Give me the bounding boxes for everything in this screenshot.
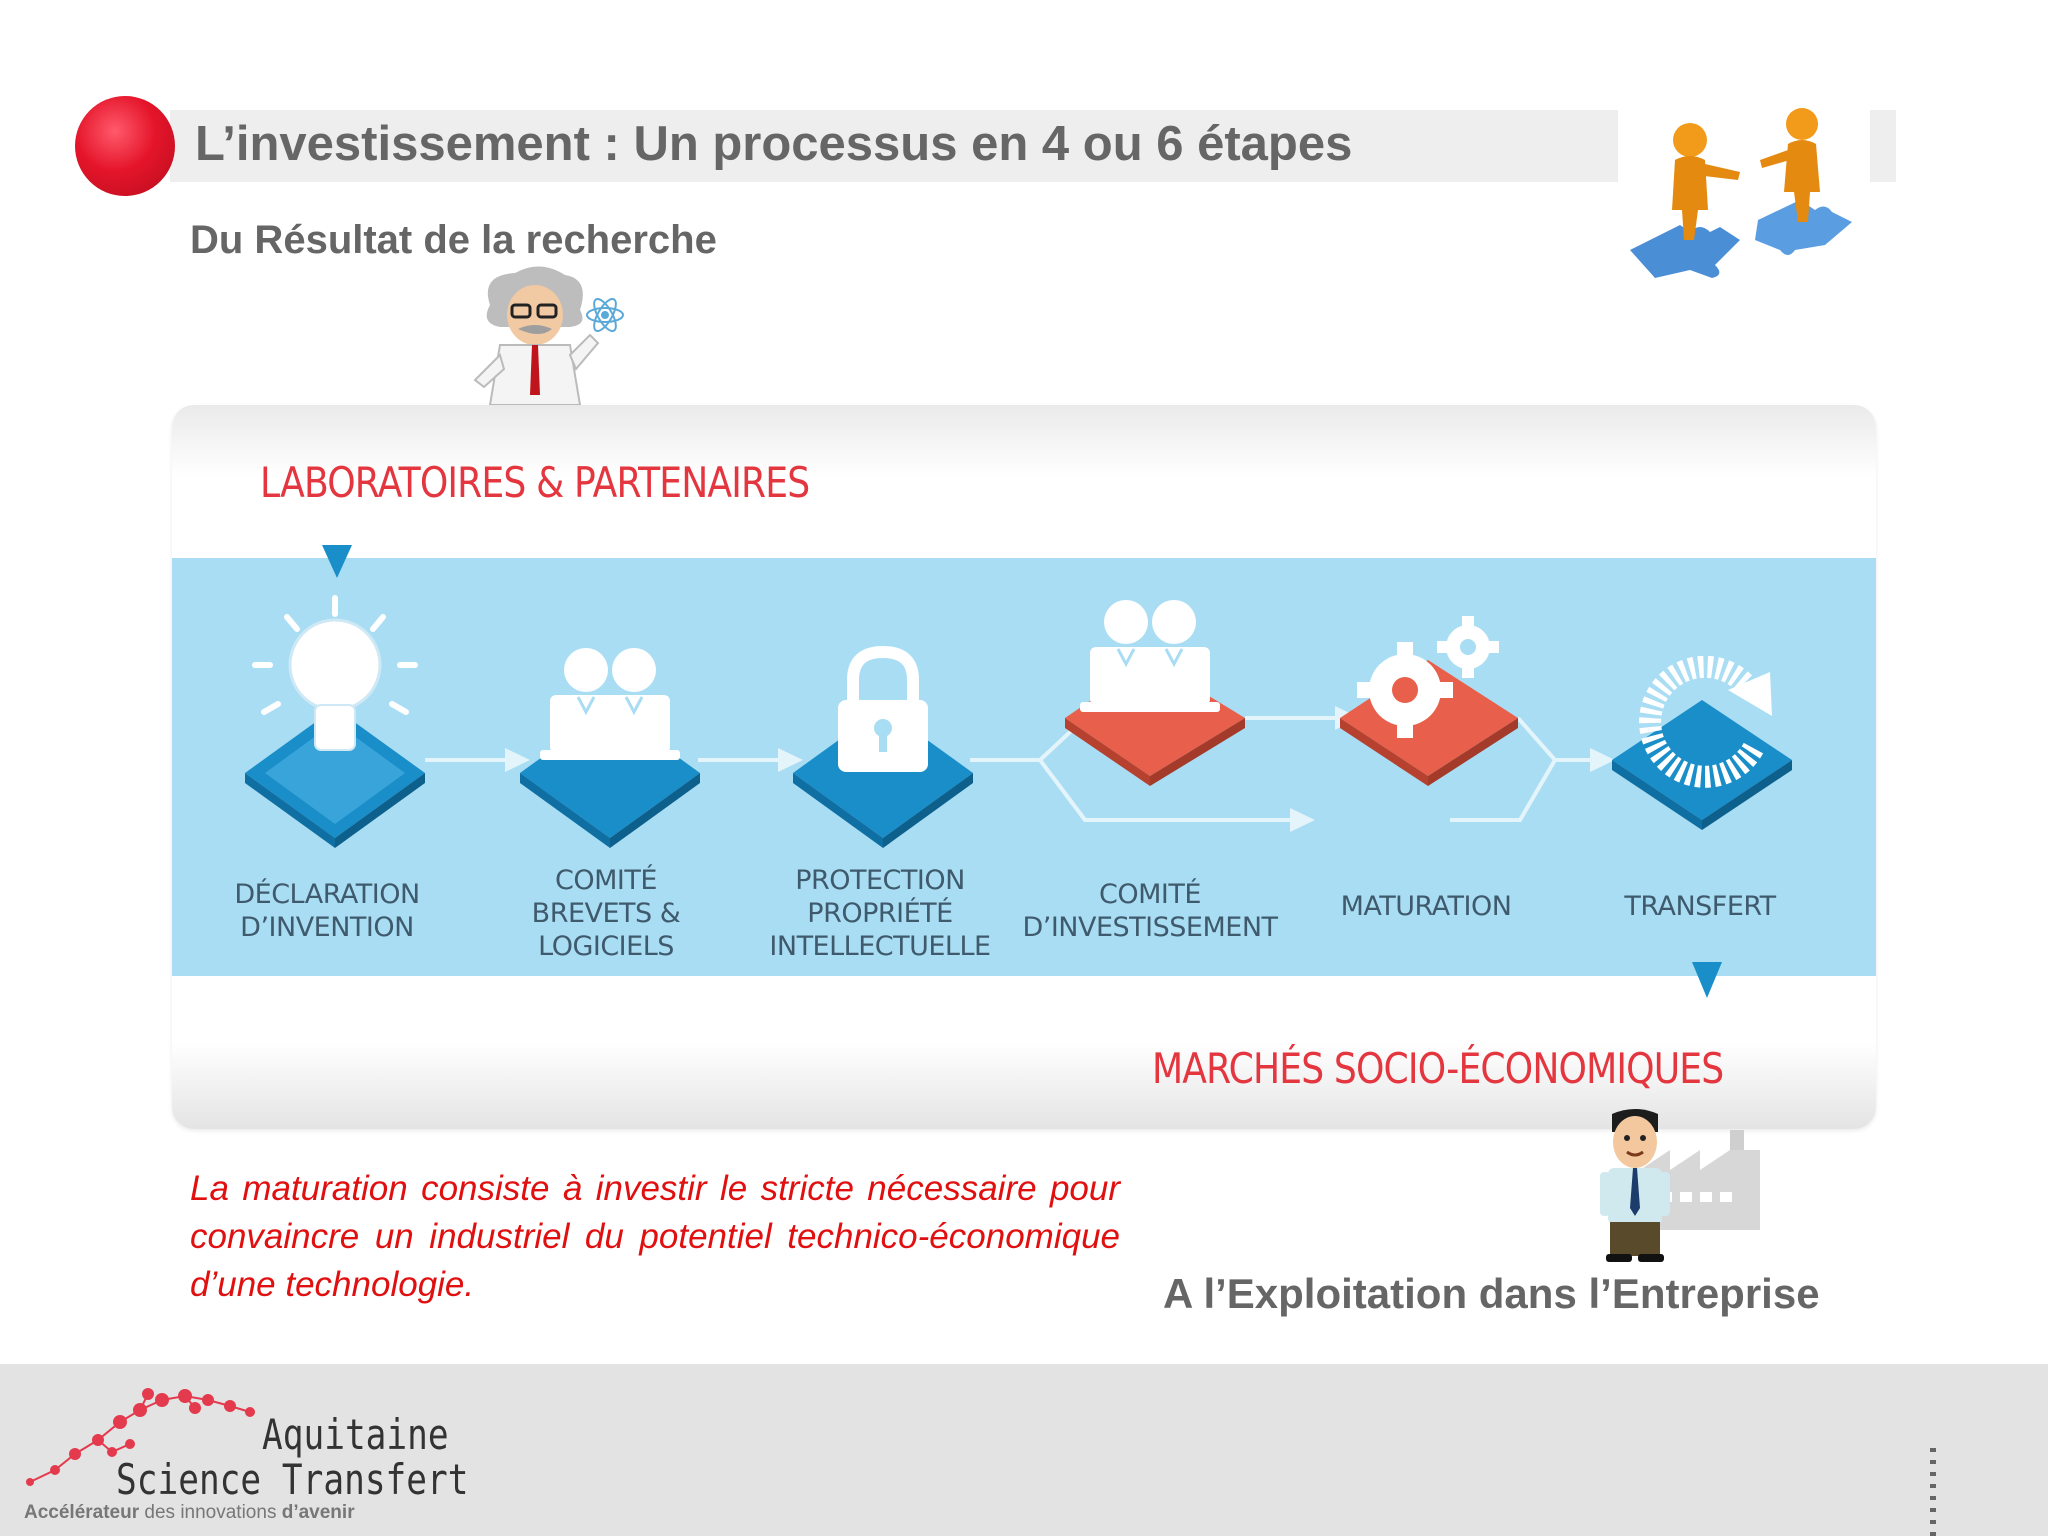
tagline-suffix: d’avenir [281,1502,355,1523]
markets-label: MARCHÉS SOCIO-ÉCONOMIQUES [1152,1044,1724,1093]
footer-dots [1930,1448,1936,1536]
step-label-committee-investment: COMITÉ D’INVESTISSEMENT [1022,879,1278,943]
factory-icon [1640,1130,1760,1230]
labs-partners-label: LABORATOIRES & PARTENAIRES [260,458,810,507]
step-label-protection: PROTECTION PROPRIÉTÉ INTELLECTUELLE [769,865,991,962]
footer-bar [0,1364,2048,1536]
title-bar-end [1870,110,1896,182]
subtitle-exploitation: A l’Exploitation dans l’Entreprise [1163,1270,1820,1317]
step-label-committee-patents: COMITÉ BREVETS & LOGICIELS [531,865,681,962]
title-bar [170,110,1618,182]
molecule-logo-icon [26,1388,255,1486]
tagline-middle: des innovations [139,1502,282,1523]
title-bullet-icon [75,96,175,196]
businessman-icon [1600,1109,1670,1262]
logo-text-science-transfert: Science Transfert [116,1455,469,1504]
step-label-transfer: TRANSFERT [1624,891,1776,922]
logo-tagline: Accélérateur des innovations d’avenir [24,1502,355,1524]
maturation-note: La maturation consiste à investir le str… [190,1169,1120,1304]
step-label-maturation: MATURATION [1340,891,1512,922]
step-label-declaration: DÉCLARATION D’INVENTION [234,879,420,943]
logo-text-aquitaine: Aquitaine [262,1410,449,1459]
subtitle-research: Du Résultat de la recherche [190,218,717,262]
puzzle-people-icon [1630,108,1852,278]
slide-title: L’investissement : Un processus en 4 ou … [195,117,1353,171]
tagline-prefix: Accélérateur [24,1502,140,1523]
